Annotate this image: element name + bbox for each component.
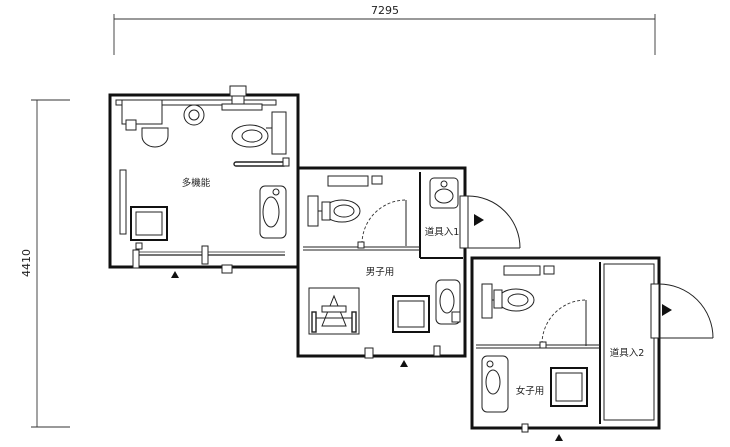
room-label-storage-2: 道具入2	[610, 347, 645, 359]
room-label-storage-1: 道具入1	[425, 226, 460, 238]
grab-shelf	[221, 103, 263, 111]
storage-2-door	[650, 283, 714, 339]
height-dimension: 4410	[20, 99, 70, 428]
wall-handrail	[119, 169, 127, 235]
storage-1-entry-arrow	[474, 214, 484, 226]
womens-fixtures	[481, 263, 655, 433]
multipurpose-sink	[262, 196, 280, 228]
width-dimension: 7295	[113, 4, 656, 55]
storage-2-entry-arrow	[662, 304, 672, 316]
mens-shelf	[327, 175, 369, 187]
entrance-marker	[400, 360, 408, 367]
wall-fixture	[125, 119, 137, 131]
door-stop	[221, 264, 233, 274]
room-label-mens: 男子用	[366, 267, 395, 278]
width-dimension-label: 7295	[371, 4, 399, 17]
mens-stall-door-swing	[361, 199, 407, 245]
mens-toilet-tank	[307, 195, 319, 227]
storage-1-door	[459, 195, 521, 249]
womens-shelf	[503, 265, 541, 276]
handwash-basin-circle	[183, 104, 205, 126]
toilet-tank	[271, 111, 287, 155]
entrance-markers	[171, 271, 563, 441]
womens-sink	[485, 369, 501, 395]
womens-stall-door-swing	[541, 299, 587, 345]
entrance-marker	[555, 434, 563, 441]
multipurpose-fixtures	[115, 85, 290, 274]
entrance-marker	[171, 271, 179, 278]
toilet-bowl	[231, 124, 269, 148]
mens-sink	[439, 288, 455, 314]
womens-toilet-tank	[481, 283, 493, 319]
room-label-womens: 女子用	[516, 385, 545, 397]
womens-toilet-bowl	[497, 288, 535, 312]
room-label-multipurpose: 多機能	[182, 177, 211, 189]
storage-2-floor	[603, 263, 655, 421]
emergency-call-box	[229, 85, 247, 97]
urinal-grab-bar-right	[351, 311, 357, 333]
mens-fixtures	[307, 175, 461, 359]
urinal-grab-bar-left	[311, 311, 317, 333]
baby-seat	[141, 127, 169, 148]
height-dimension-label: 4410	[20, 249, 33, 277]
fold-grab-bar	[233, 161, 287, 167]
